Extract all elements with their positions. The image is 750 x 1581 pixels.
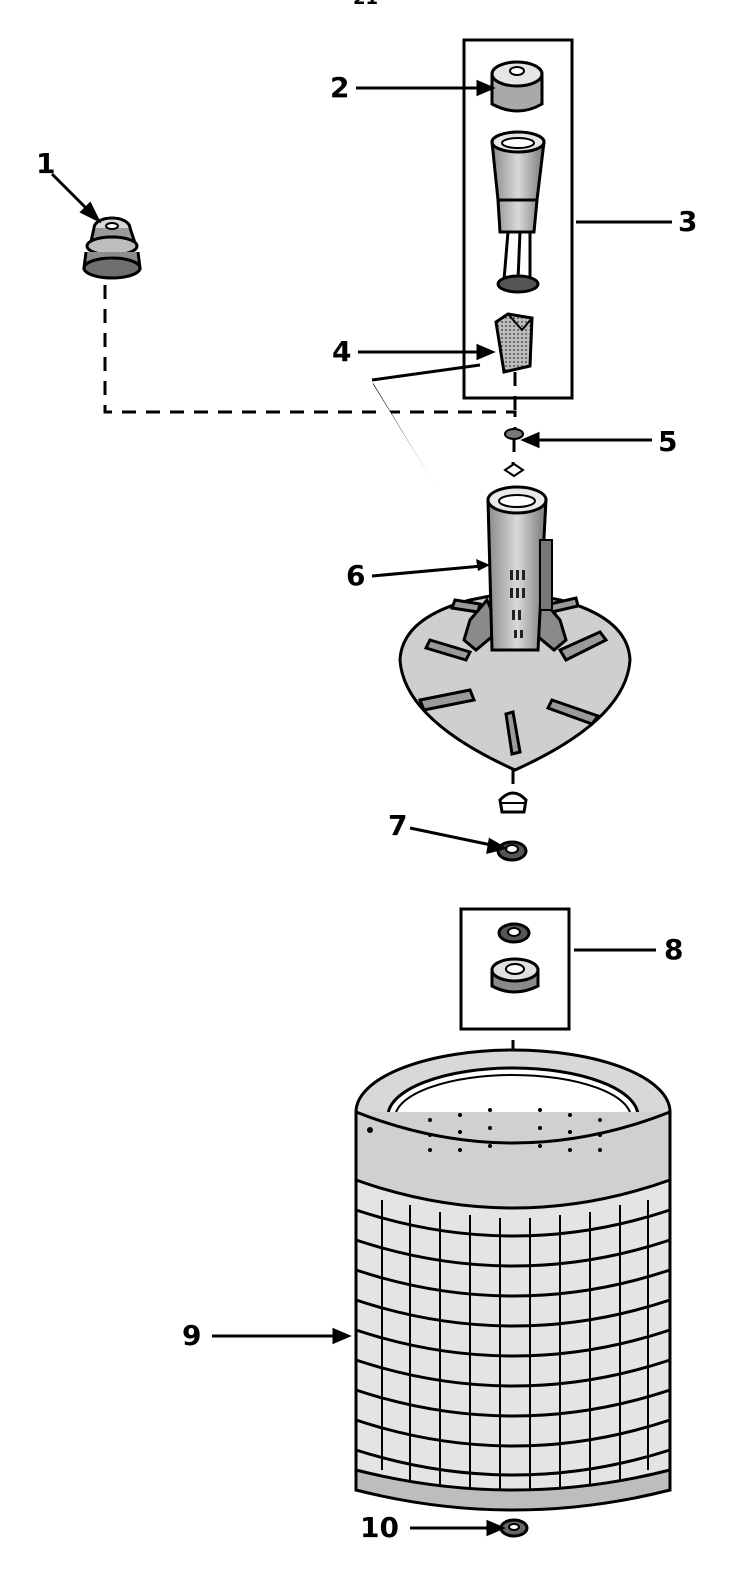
page-number: 21 [353, 0, 378, 8]
kit-box-8 [459, 907, 571, 1031]
callout-6: 6 [346, 559, 366, 592]
callout-1: 1 [36, 147, 56, 180]
part-10-nut [499, 1518, 529, 1538]
callout-7: 7 [388, 809, 408, 842]
callout-5: 5 [658, 425, 678, 458]
callout-8: 8 [664, 933, 684, 966]
callout-2: 2 [330, 71, 350, 104]
part-5-screw [503, 428, 525, 478]
part-3-dispenser [490, 130, 546, 294]
callout-4: 4 [332, 335, 352, 368]
part-6-agitator [398, 485, 632, 772]
kit-box-3 [462, 38, 574, 400]
callout-3: 3 [678, 205, 698, 238]
part-4-cam [494, 312, 534, 374]
clip-ring [498, 791, 528, 814]
part-8-washers [490, 922, 540, 994]
callout-10: 10 [360, 1511, 399, 1544]
part-2-cap [490, 60, 544, 113]
part-9-basket [354, 1048, 672, 1512]
callout-9: 9 [182, 1319, 202, 1352]
part-1-cap [82, 216, 142, 280]
